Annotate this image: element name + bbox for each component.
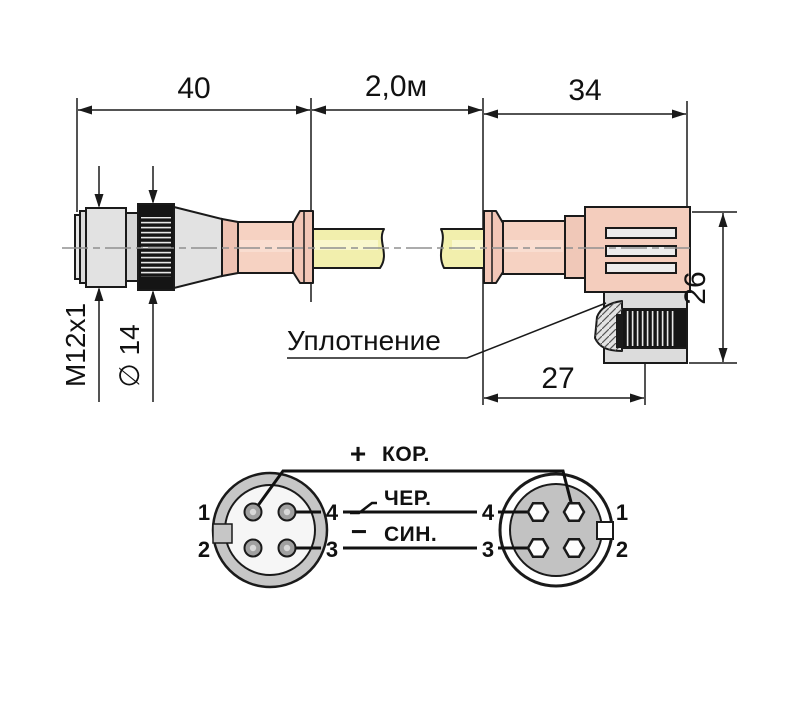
dim-right-height-label: 26: [679, 271, 712, 304]
dim-right-offset-label: 27: [541, 362, 574, 395]
pin: [243, 538, 263, 558]
callout-nut-diameter: ∅ 14: [114, 166, 158, 402]
right-face-pin3-label: 3: [482, 537, 494, 562]
nut-diameter-label: ∅ 14: [114, 324, 145, 387]
pin: [277, 502, 297, 522]
dimension-right-connector-height: 26: [679, 211, 737, 364]
dimension-right-connector-width: 34: [482, 74, 688, 405]
grip-slot: [605, 262, 677, 274]
left-face-pin3-label: 3: [326, 537, 338, 562]
grip-slot: [605, 245, 677, 257]
dim-left-length-label: 40: [177, 72, 210, 105]
socket-hole: [526, 538, 550, 558]
dim-right-width-label: 34: [568, 74, 601, 107]
left-face-pin1-label: 1: [198, 500, 210, 525]
keying-notch-right: [596, 521, 614, 540]
right-face-pin4-label: 4: [482, 500, 495, 525]
right-connector-face: [498, 472, 614, 588]
socket-hole: [562, 538, 586, 558]
left-face-pin2-label: 2: [198, 537, 210, 562]
wire-black-label: ЧЕР.: [384, 487, 431, 510]
switch-contact-icon: [350, 501, 377, 515]
wire-blue-label: СИН.: [384, 523, 437, 546]
right-face-pin1-label: 1: [616, 500, 628, 525]
dimension-left-connector-length: 40: [76, 72, 312, 302]
wire-brown-polarity: +: [350, 438, 366, 469]
pin: [243, 502, 263, 522]
keying-notch-left: [212, 523, 233, 544]
socket-hole: [562, 502, 586, 522]
wire-brown: + КОР.: [252, 438, 574, 512]
knurled-nut-left: [137, 203, 175, 291]
right-face-sockets: [526, 502, 586, 558]
cable-left-segment: [312, 228, 385, 269]
thread-size-label: M12x1: [60, 303, 91, 387]
right-connector-side-view: [440, 206, 691, 364]
seal: [594, 300, 623, 352]
left-face-pin4-label: 4: [326, 500, 339, 525]
wire-brown-label: КОР.: [382, 443, 430, 466]
angled-body: [584, 206, 691, 293]
dim-cable-length-label: 2,0м: [365, 70, 427, 103]
seal-callout: Уплотнение: [287, 302, 607, 359]
callout-thread: M12x1: [60, 166, 104, 402]
strain-relief-bell-right: [483, 210, 504, 284]
seal-callout-label: Уплотнение: [287, 325, 441, 356]
wire-blue-polarity: −: [351, 516, 367, 547]
body-step-right: [564, 215, 586, 279]
dimension-right-connector-offset: 27: [484, 362, 646, 405]
pin-number-labels: 1 2 4 3 4 3 1 2: [198, 500, 628, 562]
wire-black: ЧЕР.: [296, 487, 533, 515]
wiring-diagram: + КОР. ЧЕР. − СИН.: [198, 438, 628, 589]
left-connector-side-view: [74, 203, 385, 291]
right-face-pin2-label: 2: [616, 537, 628, 562]
strain-relief-bell-left: [292, 210, 314, 284]
grip-slot: [605, 227, 677, 239]
left-face-pins: [243, 502, 297, 558]
socket-hole: [526, 502, 550, 522]
dimension-cable-length: 2,0м: [312, 70, 482, 115]
pin: [277, 538, 297, 558]
thread-step: [125, 212, 139, 282]
